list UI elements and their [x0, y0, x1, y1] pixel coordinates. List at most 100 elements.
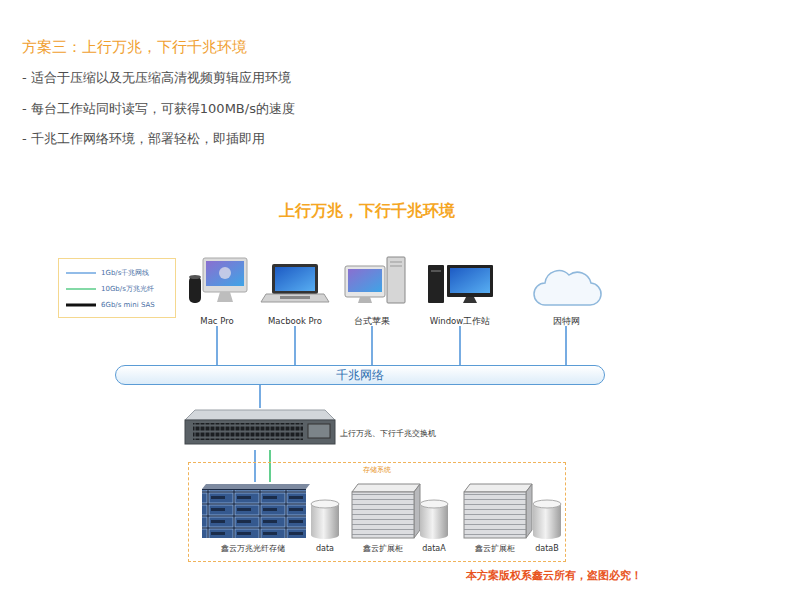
tower-slot [390, 266, 402, 267]
monitor-stand [358, 297, 372, 303]
switch-ports [193, 423, 303, 440]
mac-pro-top [189, 275, 201, 279]
data-cylinder [420, 500, 448, 539]
cylinder-body [533, 504, 561, 535]
laptop-lid [272, 264, 318, 294]
storage-unit: 鑫云扩展柜 [460, 482, 530, 554]
node-label: 鑫云万兆光纤存储 [221, 544, 285, 554]
cabinet-side [414, 484, 420, 538]
node-label: 鑫云扩展柜 [363, 544, 403, 554]
legend-item: 6Gb/s mini SAS [65, 297, 171, 313]
laptop-base [261, 294, 329, 302]
legend-text: 1Gb/s千兆网线 [101, 268, 149, 278]
legend-sample [65, 301, 97, 309]
switch-icon [185, 410, 335, 444]
node-label: data [316, 544, 334, 554]
page-heading: 方案三：上行万兆，下行千兆环境 [22, 38, 247, 57]
connector [259, 385, 261, 408]
cabinet-slots [464, 492, 526, 538]
node-label: Mac Pro [200, 316, 233, 326]
storage-unit: 鑫云扩展柜 [348, 482, 418, 554]
laptop-keys [280, 296, 310, 299]
connector [459, 326, 461, 365]
bullet-text: - 适合于压缩以及无压缩高清视频剪辑应用环境 [22, 69, 291, 87]
tower-slot [390, 262, 402, 263]
node-label: Macbook Pro [268, 316, 322, 326]
node-label: Window工作站 [430, 316, 491, 326]
diagram-title: 上行万兆，下行千兆环境 [267, 201, 467, 222]
switch-top [185, 410, 335, 420]
cabinet-top [464, 484, 532, 492]
cabinet-front [352, 492, 414, 538]
cabinet-top [352, 484, 420, 492]
desktop-mac-icon [345, 257, 405, 303]
rack-top [202, 484, 310, 489]
monitor-frame [447, 265, 493, 297]
pc-tower [428, 265, 444, 303]
rack-body [202, 489, 306, 538]
connector [254, 450, 256, 482]
expansion-cabinet-icon [464, 484, 532, 538]
storage-unit: dataA [417, 498, 451, 554]
connector [216, 326, 218, 365]
legend-line [66, 272, 96, 273]
imac-screen [206, 261, 244, 286]
legend-item: 10Gb/s万兆光纤 [65, 281, 171, 297]
cylinder-body [420, 504, 448, 535]
legend-sample [65, 269, 97, 277]
legend-text: 6Gb/s mini SAS [101, 301, 155, 309]
tower-bay [431, 270, 441, 272]
network-bus: 千兆网络 [115, 365, 605, 385]
legend-item: 1Gb/s千兆网线 [65, 265, 171, 281]
monitor-screen [348, 269, 382, 292]
watermark: 本方案版权系鑫云所有，盗图必究！ [466, 569, 642, 583]
node-label: 上行万兆、下行千兆交换机 [340, 429, 436, 439]
macbook-icon [261, 264, 329, 302]
device-node: Mac Pro [185, 254, 249, 326]
cabinet-side [526, 484, 532, 538]
os-logo [219, 267, 231, 279]
connector [371, 326, 373, 365]
storage-unit: dataB [530, 498, 564, 554]
cylinder-top [420, 500, 448, 508]
laptop-screen [275, 267, 315, 291]
legend-line [66, 304, 96, 307]
cylinder-body [311, 504, 339, 535]
node-label: 台式苹果 [354, 316, 390, 326]
bus-label: 千兆网络 [336, 368, 384, 382]
switch-front [185, 420, 335, 444]
imac-stand [217, 292, 233, 302]
connector [269, 450, 271, 482]
cylinder-top [533, 500, 561, 508]
device-node: 台式苹果 [340, 254, 404, 326]
node-label: 鑫云扩展柜 [475, 544, 515, 554]
mac-tower [387, 257, 405, 303]
legend-text: 10Gb/s万兆光纤 [101, 284, 154, 294]
rack-bays [202, 490, 306, 538]
device-node: 因特网 [534, 254, 598, 326]
node-label: dataB [535, 544, 559, 554]
device-node: Window工作站 [420, 254, 500, 326]
legend-box: 1Gb/s千兆网线 10Gb/s万兆光纤 6Gb/s mini SAS [58, 258, 176, 318]
fiber-storage-icon [202, 484, 310, 538]
node-label: 存储系统 [363, 466, 391, 474]
device-node: Macbook Pro [262, 254, 328, 326]
data-cylinder [533, 500, 561, 539]
connector [294, 326, 296, 365]
monitor-screen [450, 268, 490, 293]
cylinder-base [533, 531, 561, 539]
switch-node: 上行万兆、下行千兆交换机 [185, 408, 335, 450]
legend-sample [65, 285, 97, 293]
bullet-text: - 千兆工作网络环境，部署轻松，即插即用 [22, 130, 265, 148]
node-label: 因特网 [553, 316, 580, 326]
cylinder-top [311, 500, 339, 508]
storage-unit: 鑫云万兆光纤存储 [198, 482, 308, 554]
node-label: dataA [422, 544, 446, 554]
storage-group: 存储系统鑫云万兆光纤存储 data 鑫云扩展柜 dataA 鑫云扩展柜 dataB [188, 462, 566, 562]
legend-line [66, 288, 96, 289]
uplink-module [308, 424, 330, 438]
windows-pc-icon [428, 265, 493, 303]
monitor-frame [345, 266, 385, 297]
expansion-cabinet-icon [352, 484, 420, 538]
